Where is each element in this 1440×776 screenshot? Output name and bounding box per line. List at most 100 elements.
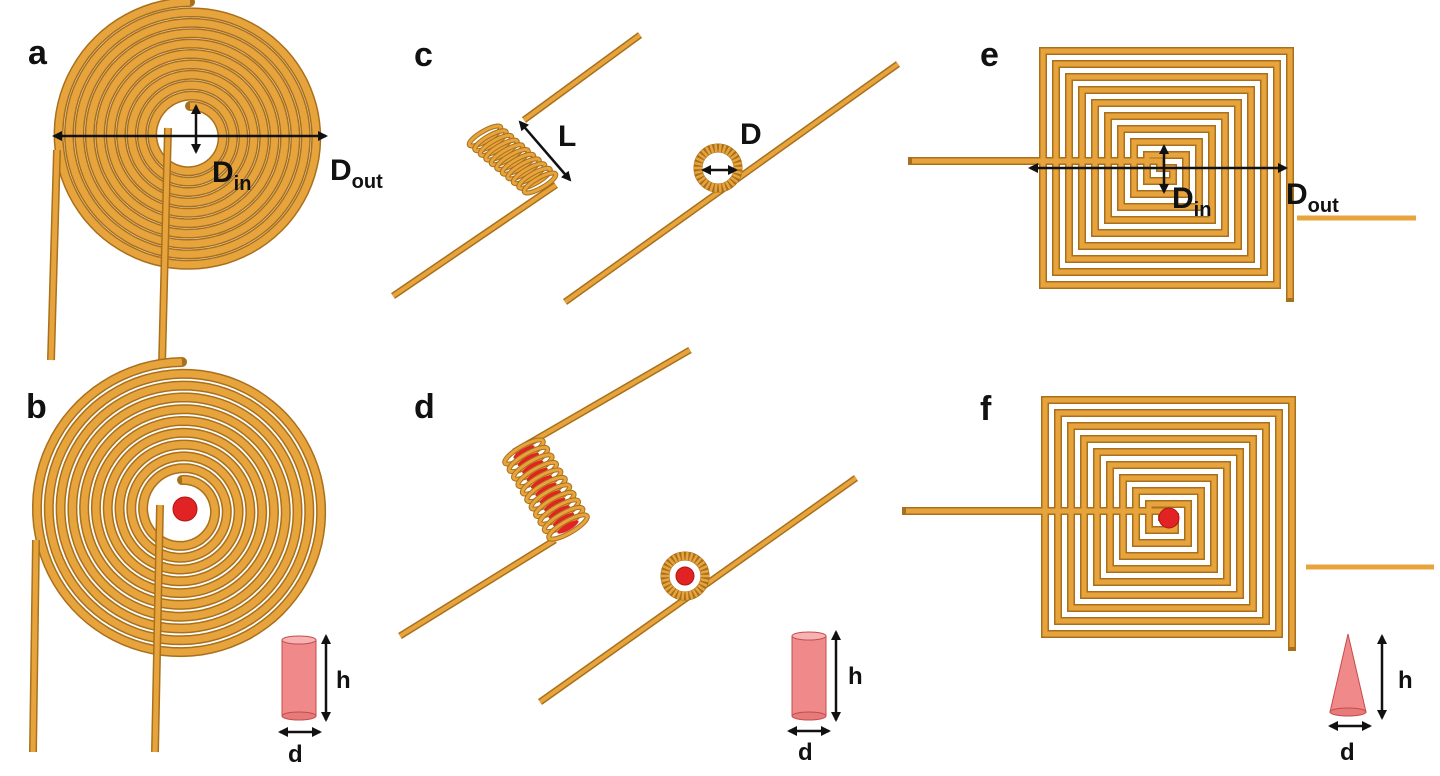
toroid-turn xyxy=(724,146,732,155)
toroid-view-d xyxy=(537,475,859,705)
toroid-turn xyxy=(694,170,703,175)
sample-sphere-f xyxy=(1158,507,1180,529)
panel-c: c L D xyxy=(391,32,901,305)
toroid-turn xyxy=(700,569,709,574)
toroid-turn xyxy=(667,587,676,595)
toroid-turn xyxy=(688,590,694,600)
length-label-c: L xyxy=(558,120,576,153)
solenoid-turn xyxy=(478,133,514,157)
toroid-turn xyxy=(697,584,706,592)
solenoid-turn xyxy=(473,129,508,153)
toroid-turn xyxy=(676,590,682,600)
toroid-turn xyxy=(695,173,704,179)
toroid-turn xyxy=(694,557,703,565)
d-label-b: d xyxy=(288,741,303,768)
panel-letter-b: b xyxy=(26,388,47,426)
solenoid-coil-d xyxy=(398,346,692,639)
square-spiral-wire xyxy=(906,397,1295,647)
toroid-turn xyxy=(727,179,736,187)
toroid-turn xyxy=(695,157,704,163)
length-arrow-c xyxy=(518,120,572,182)
toroid-turn xyxy=(727,149,736,157)
solenoid-coil-c xyxy=(391,32,643,299)
cylinder-sample-b xyxy=(281,635,317,721)
solenoid-turn xyxy=(547,513,589,541)
sample-sphere-b xyxy=(172,496,198,522)
toroid-view-c xyxy=(562,61,901,305)
toroid-turn xyxy=(733,161,742,166)
spiral-coil-a xyxy=(47,0,322,366)
d-out-label-e: D xyxy=(1286,178,1308,211)
panel-letter-f: f xyxy=(980,390,992,428)
cone-sample-f xyxy=(1329,633,1367,717)
toroid-turn xyxy=(714,143,718,153)
toroid-turn xyxy=(721,182,727,192)
d-in-label-e: D xyxy=(1172,182,1194,215)
toroid-turn xyxy=(733,170,742,175)
panel-d: d h d xyxy=(398,346,863,766)
toroid-turn xyxy=(676,552,682,562)
spiral-wire xyxy=(33,358,325,656)
toroid-turn xyxy=(714,183,718,193)
toroid-turn xyxy=(662,565,671,571)
toroid-turn xyxy=(709,182,715,192)
toroid-turn xyxy=(732,157,741,163)
panel-letter-a: a xyxy=(28,34,48,72)
toroid-turn xyxy=(699,565,708,571)
toroid-turn xyxy=(671,554,679,563)
toroid-turn xyxy=(724,181,732,190)
d-in-sub-e: in xyxy=(1194,199,1212,221)
toroid-turn xyxy=(697,152,706,160)
toroid-turn xyxy=(691,554,699,563)
d-out-sub-a: out xyxy=(352,171,383,193)
panel-e: e Din Dout xyxy=(908,36,1416,302)
panel-letter-e: e xyxy=(980,36,999,74)
toroid-turn xyxy=(681,591,685,601)
toroid-turn xyxy=(697,560,706,568)
h-label-b: h xyxy=(336,667,351,694)
panel-f: f h d xyxy=(902,390,1434,766)
d-out-label-a: D xyxy=(330,154,352,187)
sample-sphere-d xyxy=(675,566,695,586)
h-label-f: h xyxy=(1398,667,1413,694)
d-out-sub-e: out xyxy=(1308,195,1339,217)
toroid-turn xyxy=(718,143,722,153)
toroid-turn xyxy=(730,176,739,184)
toroid-turn xyxy=(685,591,689,601)
toroid-turn xyxy=(661,569,670,574)
toroid-turn xyxy=(664,584,673,592)
toroid-turn xyxy=(681,551,685,561)
toroid-turn xyxy=(709,144,715,154)
spiral-coil-b xyxy=(29,357,327,753)
panel-letter-c: c xyxy=(414,36,433,74)
svg-text:Din: Din xyxy=(212,156,251,195)
d-in-label-a: D xyxy=(212,156,234,189)
toroid-turn xyxy=(700,149,709,157)
toroid-turn xyxy=(700,179,709,187)
toroid-turn xyxy=(721,144,727,154)
toroid-turn xyxy=(694,587,703,595)
toroid-turn xyxy=(671,589,679,598)
toroid-turn xyxy=(732,173,741,179)
toroid-turn xyxy=(685,551,689,561)
square-spiral-wire xyxy=(912,48,1293,298)
spiral-wire xyxy=(55,0,320,269)
toroid-turn xyxy=(694,161,703,166)
toroid-turn xyxy=(700,578,709,583)
panel-a: a Din Dout xyxy=(28,0,383,366)
svg-text:Din: Din xyxy=(1172,182,1211,221)
panel-letter-d: d xyxy=(414,388,435,426)
toroid-turn xyxy=(661,578,670,583)
svg-text:Dout: Dout xyxy=(330,154,383,193)
solenoid-turn xyxy=(467,124,503,148)
toroid-turn xyxy=(667,557,676,565)
toroid-turn xyxy=(730,152,739,160)
toroid-turn xyxy=(688,552,694,562)
d-label-f: d xyxy=(1340,739,1355,766)
toroid-turn xyxy=(662,581,671,587)
solenoid-turn xyxy=(484,138,519,162)
toroid-turn xyxy=(699,581,708,587)
toroid-turn xyxy=(704,146,712,155)
toroid-turn xyxy=(704,181,712,190)
